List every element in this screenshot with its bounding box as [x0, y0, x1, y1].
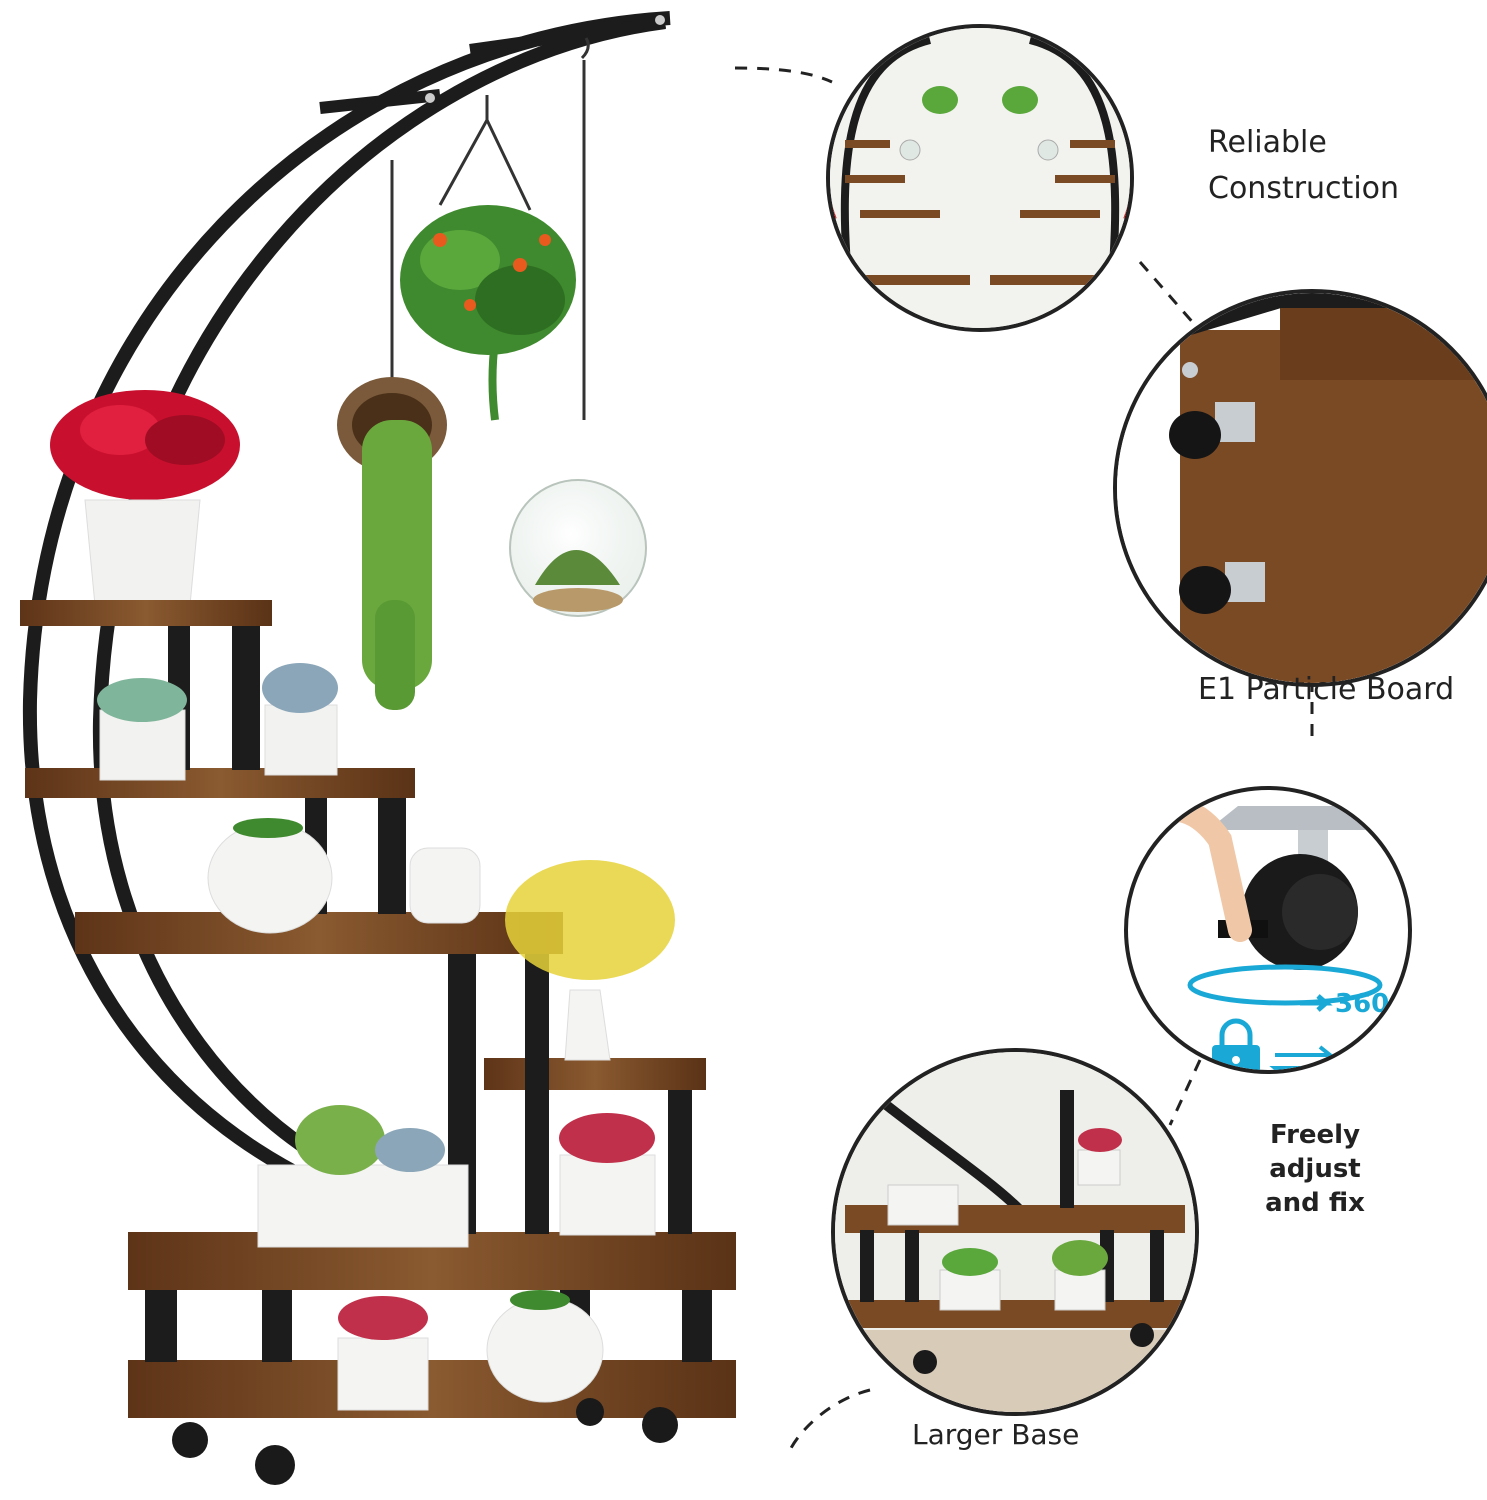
larger-base-label: Larger Base [912, 1418, 1080, 1451]
glass-terrarium [509, 479, 647, 617]
rotation-text: 360° [1335, 989, 1402, 1019]
callout-wheel: 360° [1124, 786, 1412, 1074]
wheels [172, 1398, 678, 1485]
callout-reliable-construction [826, 24, 1134, 332]
woven-basket [337, 377, 447, 710]
pots [97, 663, 675, 1411]
freely-line2: and fix [1265, 1188, 1365, 1218]
reliable-construction-label: Reliable Construction [1208, 120, 1399, 212]
freely-adjust-label: Freely adjust and fix [1225, 1118, 1405, 1220]
particle-board-label: E1 Particle Board [1198, 672, 1455, 707]
reliable-line1: Reliable [1208, 125, 1327, 160]
callout-lines [734, 66, 1314, 1451]
callout-larger-base [831, 1048, 1199, 1416]
callout-particle-board [1113, 289, 1487, 687]
hook-icon [390, 37, 590, 420]
reliable-line2: Construction [1208, 171, 1400, 206]
freely-line1: Freely adjust [1269, 1120, 1361, 1184]
crescent-frame-inner [92, 15, 666, 1222]
rose-pot [50, 390, 240, 606]
hanging-plant [400, 205, 576, 421]
rotation-arrow-icon [1300, 994, 1333, 1012]
plant-stand [20, 11, 736, 1485]
